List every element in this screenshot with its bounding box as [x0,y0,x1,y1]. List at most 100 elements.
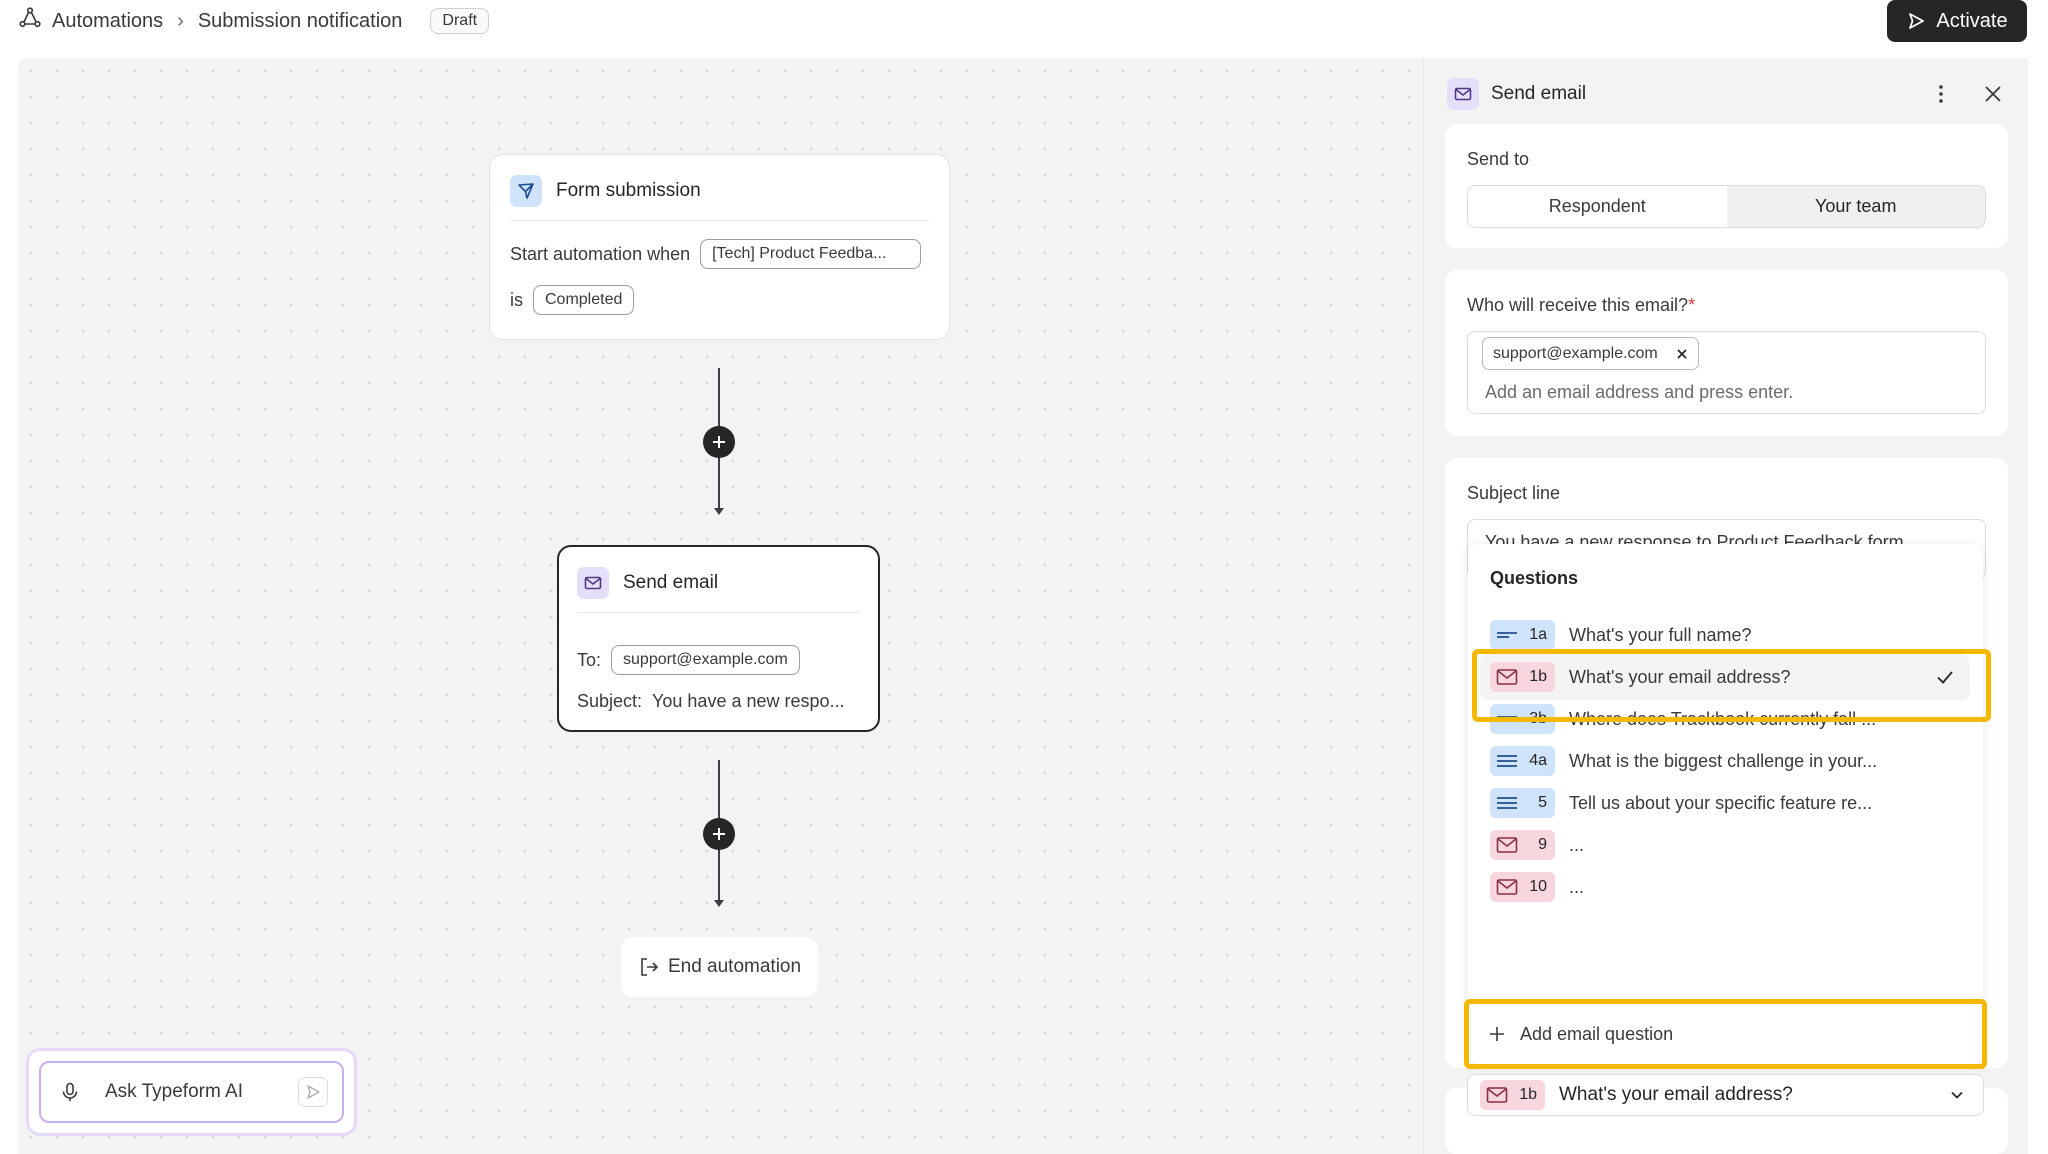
send-to-toggle: Respondent Your team [1467,185,1986,228]
add-step-button[interactable] [703,426,735,458]
chevron-right-icon: › [177,9,184,32]
mail-icon [1486,1087,1508,1103]
send-email-card[interactable]: Send email To: support@example.com Subje… [557,545,880,732]
mail-icon [1496,879,1518,895]
question-tag: 9 [1490,830,1555,860]
trigger-row-state: is Completed [510,285,635,315]
question-item[interactable]: 1a What's your full name? [1490,612,1960,658]
question-item[interactable]: 9 ... [1490,822,1960,868]
highlight-add-question [1464,999,1987,1069]
questions-dropdown: Questions 1a What's your full name? 1b W… [1468,544,1983,1064]
to-pill[interactable]: support@example.com [611,645,800,675]
mail-icon [1496,669,1518,685]
question-text: What is the biggest challenge in your... [1569,750,1878,771]
ask-ai-input[interactable]: Ask Typeform AI [39,1061,344,1123]
receiver-section: Who will receive this email?* support@ex… [1445,270,2008,436]
remove-icon[interactable] [1676,348,1688,360]
close-icon[interactable] [1981,82,2005,106]
question-item[interactable]: 4a What is the biggest challenge in your… [1490,738,1960,784]
question-text: What's your full name? [1569,624,1752,645]
subject-value: You have a new respo... [652,691,845,711]
start-label: Start automation when [510,243,691,264]
highlight-selected-question [1472,649,1991,722]
ai-send-button[interactable] [298,1077,328,1107]
panel-title: Send email [1491,83,1587,104]
add-step-button[interactable] [703,818,735,850]
play-icon [1909,13,1925,29]
form-submission-icon [510,175,542,207]
microphone-icon[interactable] [59,1081,81,1103]
email-subject-row: Subject: You have a new respo... [577,691,845,712]
subject-label: Subject: [577,691,643,711]
email-chip: support@example.com [1482,337,1699,370]
plus-icon [713,436,725,448]
question-item[interactable]: 10 ... [1490,864,1960,910]
send-email-card-header: Send email [577,567,860,613]
question-tag: 10 [1490,872,1555,902]
required-mark: * [1688,295,1696,315]
end-automation-node[interactable]: End automation [621,937,818,997]
more-options-icon[interactable] [1929,82,1953,106]
end-automation-label: End automation [667,956,802,977]
email-question-select[interactable]: 1b What's your email address? [1467,1074,1984,1116]
receiver-placeholder: Add an email address and press enter. [1485,382,1794,402]
email-to-row: To: support@example.com [577,645,800,675]
option-your-team[interactable]: Your team [1726,186,1985,227]
question-tag-label: 1a [1529,626,1547,643]
selected-question-text: What's your email address? [1559,1084,1793,1105]
arrow-down-icon [714,900,724,907]
receiver-input[interactable]: support@example.com Add an email address… [1467,331,1986,414]
question-text: What's your email address? [1569,666,1791,687]
trigger-card-header: Form submission [510,175,929,221]
question-tag: 1b [1480,1080,1545,1110]
question-text: ... [1569,876,1585,897]
dropdown-title: Questions [1490,568,1579,588]
form-select-pill[interactable]: [Tech] Product Feedba... [700,239,922,269]
subject-line-label: Subject line [1467,483,1561,503]
is-label: is [510,289,523,310]
long-text-icon [1497,755,1517,767]
question-text: Tell us about your specific feature re..… [1569,792,1873,813]
plus-icon [1490,1027,1504,1041]
question-tag-label: 10 [1529,878,1547,895]
state-select-pill[interactable]: Completed [533,285,635,315]
email-chip-label: support@example.com [1493,344,1658,362]
receiver-label: Who will receive this email?* [1467,295,1695,316]
question-tag: 1b [1490,662,1555,692]
activate-button[interactable]: Activate [1887,0,2027,42]
mail-icon [577,567,609,599]
question-tag: 5 [1490,788,1555,818]
checkmark-icon [1937,671,1953,684]
trigger-title: Form submission [556,180,701,201]
receiver-label-text: Who will receive this email? [1467,295,1689,315]
panel-header: Send email [1447,76,2005,112]
question-tag-label: 1b [1519,1086,1537,1103]
to-label: To: [577,649,602,670]
send-to-label: Send to [1467,149,1530,169]
ask-ai-box: Ask Typeform AI [26,1048,357,1136]
question-item[interactable]: 5 Tell us about your specific feature re… [1490,780,1960,826]
send-email-title: Send email [623,572,719,593]
activate-label: Activate [1936,9,2008,32]
trigger-card[interactable]: Form submission Start automation when [T… [489,154,950,340]
top-bar: Automations › Submission notification Dr… [0,0,2048,52]
short-text-icon [1497,632,1517,638]
question-tag: 4a [1490,746,1555,776]
question-tag: 1a [1490,620,1555,650]
arrow-down-icon [714,508,724,515]
question-item-selected[interactable]: 1b What's your email address? [1480,654,1970,700]
add-email-question-button[interactable]: Add email question [1468,1004,1983,1064]
status-badge: Draft [430,8,490,34]
trigger-row-start: Start automation when [Tech] Product Fee… [510,239,922,269]
breadcrumb-automations[interactable]: Automations [52,9,164,32]
breadcrumb: Automations › Submission notification Dr… [18,6,490,36]
mail-icon [1447,78,1479,110]
add-email-question-label: Add email question [1520,1023,1674,1044]
long-text-icon [1497,797,1517,809]
chevron-down-icon [1951,1091,1963,1099]
option-respondent[interactable]: Respondent [1548,196,1646,216]
send-to-section: Send to Respondent Your team [1445,124,2008,248]
automations-icon [18,6,42,36]
question-tag-label: 9 [1538,836,1547,853]
question-text: ... [1569,834,1585,855]
